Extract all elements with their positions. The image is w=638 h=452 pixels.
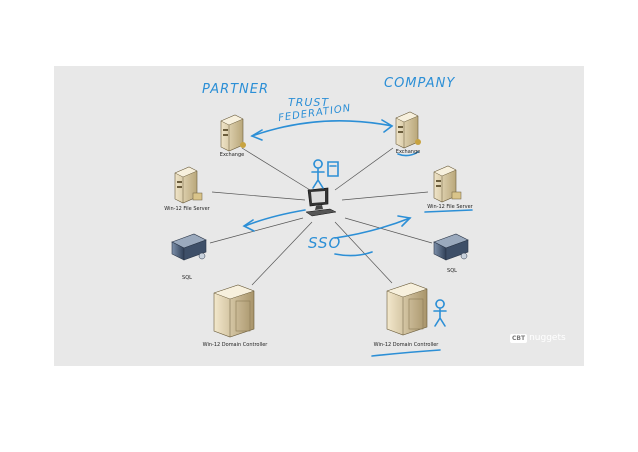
- exchange-right-underline: [397, 151, 419, 157]
- doc-figure-top: [327, 161, 339, 177]
- user-figure-top: [311, 159, 325, 189]
- file-server-left-label: Win-12 File Server: [164, 206, 210, 212]
- link-dc-left: [251, 221, 313, 286]
- logo-mark: CBT: [510, 333, 528, 343]
- company-annotation: COMPANY: [384, 76, 456, 91]
- file-server-left-icon: [174, 166, 203, 204]
- sso-annotation: SSO: [308, 234, 342, 252]
- link-exchange-left: [241, 147, 311, 191]
- sso-arrow-right-head: [397, 215, 412, 227]
- file-server-right-icon: [433, 165, 462, 203]
- diagram-board: [54, 66, 584, 366]
- dc-left-label: Win-12 Domain Controller: [202, 342, 268, 348]
- file-right-underline: [424, 209, 473, 213]
- sql-right-label: SQL: [447, 268, 457, 274]
- link-sql-left: [209, 217, 304, 244]
- cbt-nuggets-logo: CBT nuggets: [510, 333, 566, 343]
- exchange-left-server-icon: [220, 114, 246, 152]
- logo-text: nuggets: [529, 333, 566, 343]
- domain-controller-left-icon: [213, 284, 255, 338]
- link-exchange-right: [334, 147, 394, 191]
- sql-left-storage-icon: [171, 233, 207, 261]
- sso-arrow-left-head: [242, 219, 255, 232]
- sso-underline: [334, 251, 373, 257]
- exchange-left-label: Exchange: [219, 152, 245, 158]
- dc-right-label: Win-12 Domain Controller: [373, 342, 439, 348]
- sso-arrow-right: [334, 217, 411, 239]
- sql-left-label: SQL: [182, 275, 192, 281]
- sql-right-storage-icon: [433, 233, 469, 261]
- domain-controller-right-icon: [386, 282, 428, 336]
- trust-annotation: TRUST: [288, 96, 330, 109]
- exchange-right-label: Exchange: [395, 149, 421, 155]
- user-figure-right: [433, 299, 447, 327]
- file-server-right-label: Win-12 File Server: [427, 204, 473, 210]
- exchange-right-server-icon: [395, 111, 421, 149]
- workstation-icon: [305, 187, 337, 217]
- trust-arrow-right-head: [381, 119, 394, 133]
- trust-arrow-left-head: [250, 129, 263, 141]
- link-file-right: [341, 191, 429, 201]
- trust-arrow: [251, 120, 393, 137]
- dc-right-underline: [371, 349, 441, 357]
- link-file-left: [211, 191, 306, 201]
- link-sql-right: [344, 217, 433, 244]
- sso-arrow-left: [244, 209, 306, 227]
- link-dc-right: [334, 221, 393, 284]
- partner-annotation: PARTNER: [202, 82, 270, 97]
